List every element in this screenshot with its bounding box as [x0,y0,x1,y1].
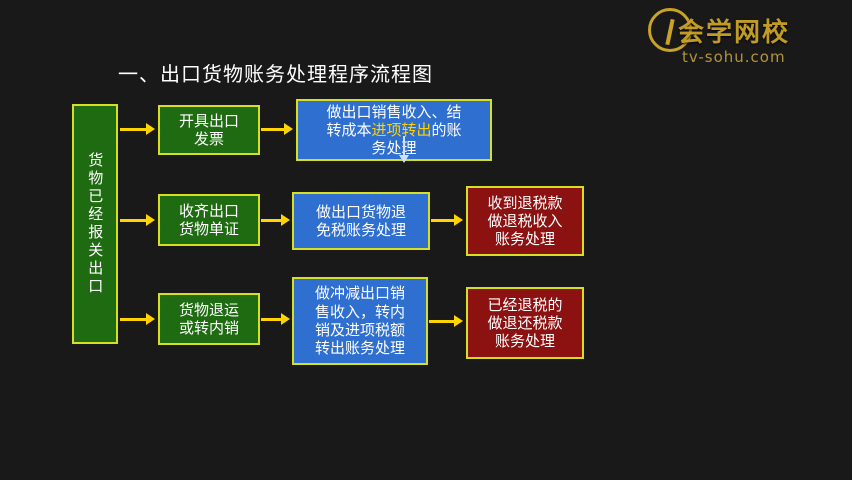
node-offset-sales-entry: 做冲减出口销 售收入，转内 销及进项税额 转出账务处理 [292,277,428,365]
arrow-head-start-to-return-icon [146,313,155,325]
node-received-refund-entry-label: 收到退税款 做退税收入 账务处理 [487,193,563,249]
watermark: 会学网校 tv-sohu.com [648,8,838,74]
node-goods-exported-label: 货物已经报关出口 [86,152,105,296]
arrow-refund-to-received [431,219,455,222]
label-part-post: 的账 务处理 [371,120,462,158]
node-refund-exempt-entry-label: 做出口货物退 免税账务处理 [315,202,406,239]
arrow-head-start-to-invoice-icon [146,123,155,135]
watermark-en-text: tv-sohu.com [682,48,786,66]
node-return-or-domestic-label: 货物退运 或转内销 [178,300,239,337]
arrow-start-to-invoice [120,128,147,131]
watermark-cn-text: 会学网校 [678,18,791,48]
arrow-head-invoice-to-sales-icon [284,123,293,135]
arrow-start-to-return [120,318,147,321]
arrow-collect-to-refund [261,219,283,222]
arrow-head-start-to-collect-icon [146,214,155,226]
node-sales-revenue-entry-label: 做出口销售收入、结 转成本进项转出的账 务处理 [326,103,461,158]
arrow-offset-to-payback [429,320,455,323]
connector-highlight-line [403,136,405,158]
node-collect-docs-label: 收齐出口 货物单证 [178,201,239,238]
label-part-pre: 做出口销售收入、结 转成本 [326,102,462,139]
node-issue-invoice-label: 开具出口 发票 [178,111,239,148]
node-sales-revenue-entry: 做出口销售收入、结 转成本进项转出的账 务处理 [296,99,492,161]
node-collect-docs: 收齐出口 货物单证 [158,194,260,246]
node-refunded-payback-entry: 已经退税的 做退还税款 账务处理 [466,287,584,359]
label-part-highlight: 进项转出 [371,120,432,139]
arrow-head-collect-to-refund-icon [281,214,290,226]
arrow-start-to-collect [120,219,147,222]
node-refund-exempt-entry: 做出口货物退 免税账务处理 [292,192,430,250]
node-received-refund-entry: 收到退税款 做退税收入 账务处理 [466,186,584,256]
node-issue-invoice: 开具出口 发票 [158,105,260,155]
connector-arrow-head-icon [399,155,409,163]
arrow-head-refund-to-received-icon [454,214,463,226]
circle-brush-logo-icon [648,8,692,52]
node-return-or-domestic: 货物退运 或转内销 [158,293,260,345]
arrow-head-return-to-offset-icon [281,313,290,325]
node-goods-exported: 货物已经报关出口 [72,104,118,344]
node-offset-sales-entry-label: 做冲减出口销 售收入，转内 销及进项税额 转出账务处理 [314,284,405,358]
node-refunded-payback-entry-label: 已经退税的 做退还税款 账务处理 [487,295,563,351]
arrow-return-to-offset [261,318,283,321]
arrow-invoice-to-sales [261,128,285,131]
arrow-head-offset-to-payback-icon [454,315,463,327]
page-title: 一、出口货物账务处理程序流程图 [118,62,433,86]
